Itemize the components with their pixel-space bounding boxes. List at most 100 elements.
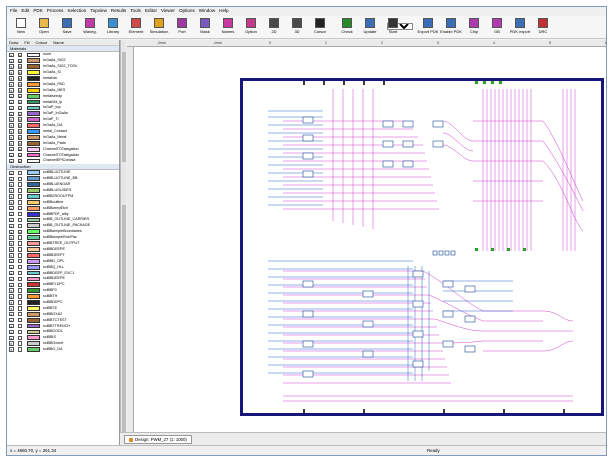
draw-checkbox[interactable]: x xyxy=(9,111,14,117)
tab-design[interactable]: Design: PWM_27 (1: 1000) xyxy=(124,435,192,444)
layer-colour-swatch[interactable] xyxy=(27,229,40,235)
toolbar-gb-button[interactable]: GB xyxy=(486,17,508,37)
draw-checkbox[interactable]: x xyxy=(9,288,14,294)
fill-checkbox[interactable] xyxy=(17,347,22,352)
fill-checkbox[interactable]: x xyxy=(17,152,22,158)
fill-checkbox[interactable] xyxy=(17,253,22,258)
draw-checkbox[interactable]: x xyxy=(9,253,14,259)
draw-checkbox[interactable]: x xyxy=(9,176,14,182)
layer-colour-swatch[interactable] xyxy=(27,176,40,182)
fill-checkbox[interactable] xyxy=(17,182,22,187)
layer-colour-swatch[interactable] xyxy=(27,276,40,282)
draw-checkbox[interactable]: x xyxy=(9,135,14,141)
toolbar-chip-button[interactable]: Chip xyxy=(463,17,485,37)
draw-checkbox[interactable]: x xyxy=(9,58,14,64)
layer-colour-swatch[interactable] xyxy=(27,188,40,193)
toolbar-start-button[interactable]: Start xyxy=(382,17,404,37)
fill-checkbox[interactable] xyxy=(17,170,22,176)
layer-colour-swatch[interactable] xyxy=(27,294,40,299)
draw-checkbox[interactable]: x xyxy=(9,117,14,123)
draw-checkbox[interactable]: x xyxy=(9,93,14,99)
layer-colour-swatch[interactable] xyxy=(27,152,40,158)
menu-selection[interactable]: Selection xyxy=(67,8,87,13)
chip-boundary[interactable] xyxy=(240,78,604,416)
fill-checkbox[interactable] xyxy=(17,200,22,205)
draw-checkbox[interactable]: x xyxy=(9,129,14,135)
col-name[interactable]: Name xyxy=(53,40,64,45)
draw-checkbox[interactable]: x xyxy=(9,146,14,152)
toolbar-element-button[interactable]: Element xyxy=(125,17,147,37)
draw-checkbox[interactable]: x xyxy=(9,194,14,200)
fill-checkbox[interactable]: x xyxy=(17,105,22,111)
toolbar-new-button[interactable]: New xyxy=(10,17,32,37)
fill-checkbox[interactable]: x xyxy=(17,58,22,64)
draw-checkbox[interactable]: x xyxy=(9,323,14,329)
toolbar-cursor-button[interactable]: Cursor xyxy=(309,17,331,37)
draw-checkbox[interactable]: x xyxy=(9,200,14,206)
layer-colour-swatch[interactable] xyxy=(27,205,40,211)
layer-colour-swatch[interactable] xyxy=(27,140,40,146)
fill-checkbox[interactable]: x xyxy=(17,229,22,235)
view-mode-select[interactable]: Topview xyxy=(387,23,413,30)
fill-checkbox[interactable] xyxy=(17,294,22,299)
fill-checkbox[interactable]: x xyxy=(17,70,22,76)
layer-colour-swatch[interactable] xyxy=(27,182,40,188)
draw-checkbox[interactable]: x xyxy=(9,341,14,347)
layer-colour-swatch[interactable] xyxy=(27,58,40,64)
toolbar-2d-button[interactable]: 2D xyxy=(263,17,285,37)
draw-checkbox[interactable]: x xyxy=(9,52,14,58)
draw-checkbox[interactable]: x xyxy=(9,88,14,94)
layer-colour-swatch[interactable] xyxy=(27,341,40,347)
layer-colour-swatch[interactable] xyxy=(27,170,40,176)
fill-checkbox[interactable] xyxy=(17,276,22,282)
fill-checkbox[interactable] xyxy=(17,311,22,317)
draw-checkbox[interactable]: x xyxy=(9,241,14,247)
toolbar-mask-button[interactable]: Mask xyxy=(194,17,216,37)
layer-colour-swatch[interactable] xyxy=(27,288,40,294)
draw-checkbox[interactable]: x xyxy=(9,282,14,288)
draw-checkbox[interactable]: x xyxy=(9,82,14,88)
layer-colour-swatch[interactable] xyxy=(27,247,40,252)
fill-checkbox[interactable] xyxy=(17,323,22,329)
fill-checkbox[interactable]: x xyxy=(17,64,22,70)
fill-checkbox[interactable] xyxy=(17,223,22,229)
fill-checkbox[interactable]: x xyxy=(17,88,22,94)
draw-checkbox[interactable]: x xyxy=(9,335,14,341)
layer-colour-swatch[interactable] xyxy=(27,117,40,123)
fill-checkbox[interactable] xyxy=(17,211,22,217)
fill-checkbox[interactable] xyxy=(17,264,22,270)
menu-pdk[interactable]: PDK xyxy=(33,8,43,13)
layer-colour-swatch[interactable] xyxy=(27,135,40,140)
draw-checkbox[interactable]: x xyxy=(9,70,14,76)
draw-checkbox[interactable]: x xyxy=(9,229,14,235)
draw-checkbox[interactable]: x xyxy=(9,188,14,194)
layer-colour-swatch[interactable] xyxy=(27,282,40,288)
col-draw[interactable]: Draw xyxy=(9,40,19,45)
fill-checkbox[interactable] xyxy=(17,241,22,246)
toolbar-simulation-button[interactable]: Simulation xyxy=(148,17,170,37)
fill-checkbox[interactable]: x xyxy=(17,146,22,152)
fill-checkbox[interactable]: x xyxy=(17,82,22,88)
fill-checkbox[interactable]: x xyxy=(17,111,22,117)
layer-colour-swatch[interactable] xyxy=(27,211,40,217)
